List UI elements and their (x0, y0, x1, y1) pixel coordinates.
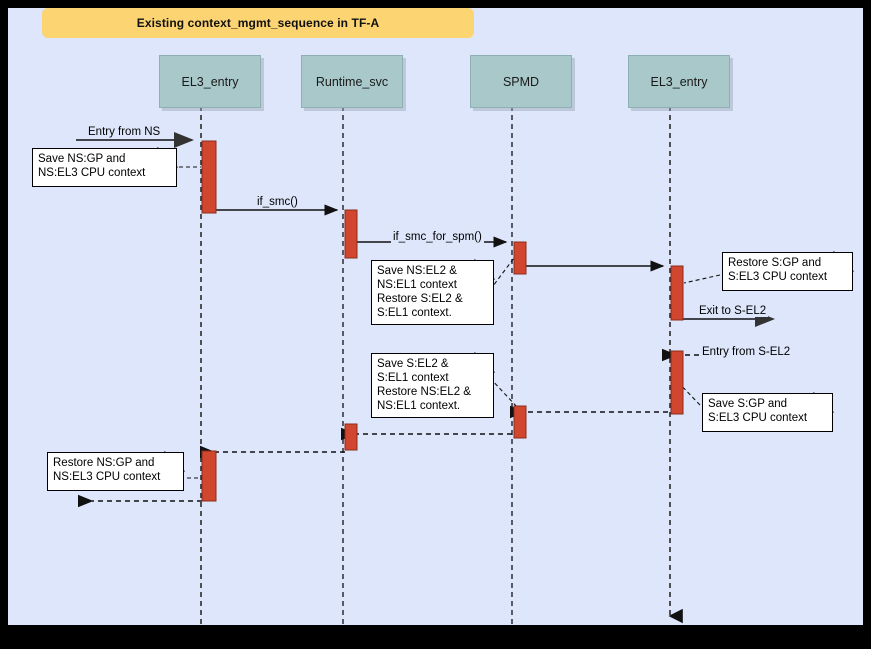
activation-el3-entry-r-2 (670, 350, 684, 415)
activation-runtime-svc-2 (344, 423, 358, 451)
message-label-exit-to-s-el2: Exit to S-EL2 (697, 305, 769, 317)
participant-label: Runtime_svc (315, 74, 389, 89)
note-save-s-gp: Save S:GP and S:EL3 CPU context (702, 393, 833, 432)
sequence-diagram: Existing context_mgmt_sequence in TF-A E… (8, 8, 863, 625)
activation-runtime-svc-1 (344, 209, 358, 259)
activation-el3-entry-2 (201, 450, 217, 502)
note-leader-save-s-el2 (489, 377, 519, 409)
participant-label: SPMD (502, 74, 540, 89)
note-restore-ns-gp: Restore NS:GP and NS:EL3 CPU context (47, 452, 184, 491)
activation-bars (201, 140, 684, 502)
note-save-s-el2: Save S:EL2 & S:EL1 context Restore NS:EL… (371, 353, 494, 418)
activation-el3-entry-1 (201, 140, 217, 214)
participant-el3-entry-right[interactable]: EL3_entry (628, 55, 730, 108)
message-label-if-smc: if_smc() (255, 196, 300, 208)
note-leader-restore-s-gp (683, 274, 721, 284)
message-label-entry-from-ns: Entry from NS (86, 126, 163, 138)
participant-el3-entry-left[interactable]: EL3_entry (159, 55, 261, 108)
note-restore-s-gp: Restore S:GP and S:EL3 CPU context (722, 252, 853, 291)
note-save-ns-el2: Save NS:EL2 & NS:EL1 context Restore S:E… (371, 260, 494, 325)
participant-label: EL3_entry (650, 74, 708, 89)
activation-el3-entry-r-1 (670, 265, 684, 321)
diagram-title: Existing context_mgmt_sequence in TF-A (42, 8, 474, 38)
note-save-ns-gp: Save NS:GP and NS:EL3 CPU context (32, 148, 177, 187)
participant-runtime-svc[interactable]: Runtime_svc (301, 55, 403, 108)
activation-spmd-2 (513, 405, 527, 439)
message-label-if-smc-for-spm: if_smc_for_spm() (391, 231, 484, 243)
participant-spmd[interactable]: SPMD (470, 55, 572, 108)
message-label-entry-from-s-el2: Entry from S-EL2 (700, 346, 793, 358)
activation-spmd-1 (513, 241, 527, 275)
participant-label: EL3_entry (181, 74, 239, 89)
